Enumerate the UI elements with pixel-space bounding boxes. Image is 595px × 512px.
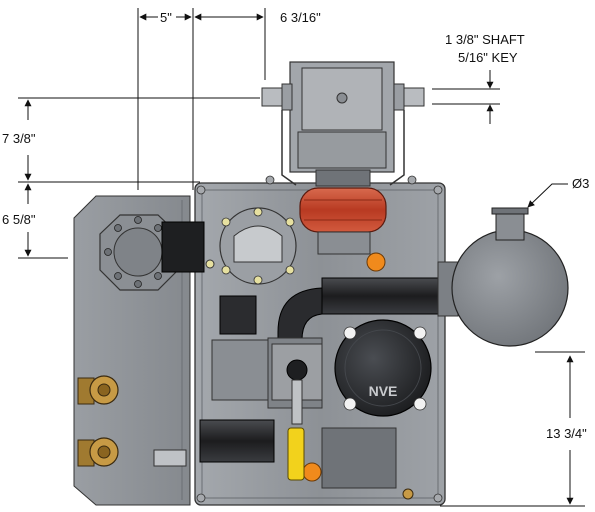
gearbox	[261, 61, 425, 186]
inlet-flange	[161, 207, 297, 285]
dim-label-key: 5/16" KEY	[458, 50, 518, 65]
bottom-fitting	[402, 488, 414, 500]
dimension-lines	[18, 8, 585, 507]
silencer	[437, 207, 569, 347]
dim-label-5in: 5"	[160, 10, 172, 25]
dim-label-6-3-16in: 6 3/16"	[280, 10, 321, 25]
ball-valve	[271, 343, 323, 481]
drain-valves	[77, 375, 119, 467]
orange-plug-upper	[366, 252, 386, 272]
nve-logo: NVE	[369, 383, 398, 399]
dim-label-6-5-8in: 6 5/8"	[2, 212, 36, 227]
flexible-coupling	[299, 169, 387, 255]
dim-label-7-3-8in: 7 3/8"	[2, 131, 36, 146]
valve-handle	[287, 427, 305, 481]
motor: NVE	[321, 319, 432, 489]
dim-label-13-3-4in: 13 3/4"	[546, 426, 587, 441]
orange-plug-lower	[302, 462, 322, 482]
side-tank-panel	[73, 195, 191, 506]
dim-label-pipe-diameter: Ø3	[572, 176, 589, 191]
dim-label-shaft: 1 3/8" SHAFT	[445, 32, 525, 47]
